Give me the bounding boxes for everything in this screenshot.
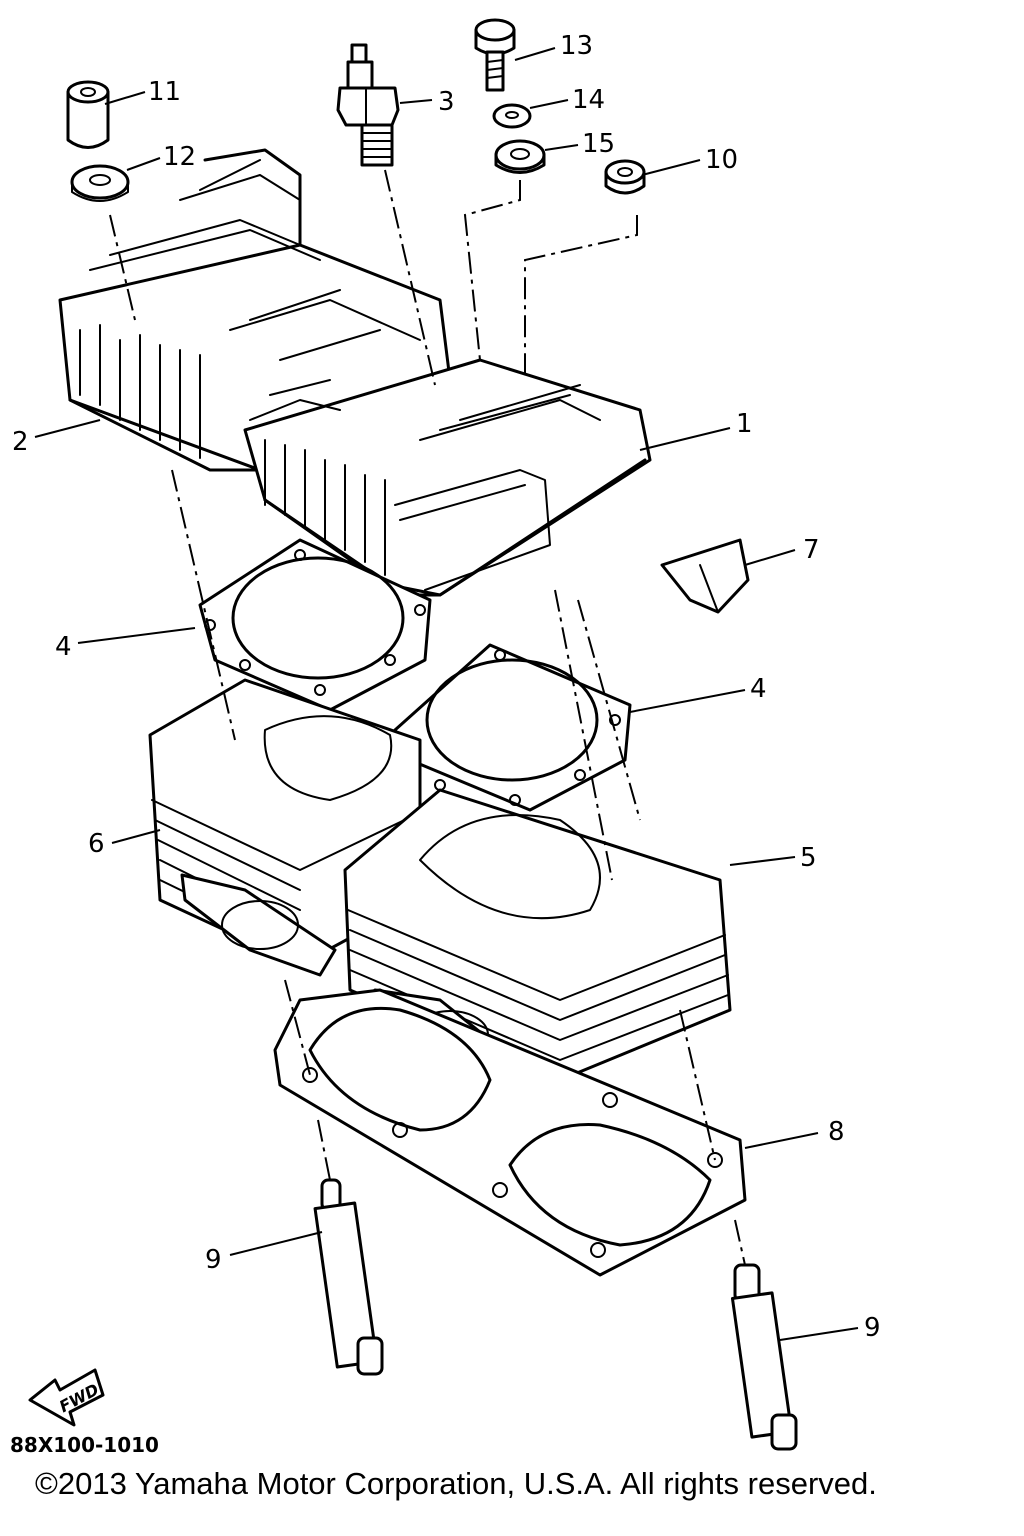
alignment-lines	[109, 169, 746, 1266]
callout-7: 7	[803, 535, 820, 565]
callout-1: 1	[736, 409, 753, 439]
callout-8: 8	[828, 1117, 845, 1147]
nut	[604, 159, 646, 195]
spacer	[66, 80, 110, 149]
diagram-code: 88X100-1010	[10, 1433, 159, 1457]
callout-13: 13	[560, 31, 593, 61]
stud-bolt-right	[730, 1263, 798, 1451]
spark-plug	[336, 43, 400, 167]
callout-2: 2	[12, 427, 29, 457]
fwd-arrow-icon: FWD	[28, 1368, 105, 1427]
clip	[660, 538, 750, 614]
callout-5: 5	[800, 843, 817, 873]
washer-15	[494, 139, 546, 174]
callout-9-right: 9	[864, 1313, 881, 1343]
callout-numbers: 1 2 3 4 4 5 6 7 8 9 9 10 11 12 13 14 15	[12, 31, 881, 1343]
bolt	[474, 18, 516, 92]
callout-9-left: 9	[205, 1245, 222, 1275]
cylinder-head-1	[243, 358, 652, 597]
head-gasket-right	[393, 643, 632, 812]
callout-14: 14	[572, 85, 605, 115]
callout-10: 10	[705, 145, 738, 175]
callout-12: 12	[163, 142, 196, 172]
washer-12	[70, 164, 130, 202]
callout-4-left: 4	[55, 632, 72, 662]
callout-15: 15	[582, 129, 615, 159]
callout-4-right: 4	[750, 674, 767, 704]
callout-6: 6	[88, 829, 105, 859]
callout-11: 11	[148, 77, 181, 107]
washer-14	[492, 103, 532, 129]
copyright-notice: ©2013 Yamaha Motor Corporation, U.S.A. A…	[35, 1466, 877, 1501]
callout-3: 3	[438, 87, 455, 117]
leader-lines	[34, 47, 859, 1341]
base-gasket	[273, 988, 747, 1277]
stud-bolt-left	[313, 1178, 384, 1376]
